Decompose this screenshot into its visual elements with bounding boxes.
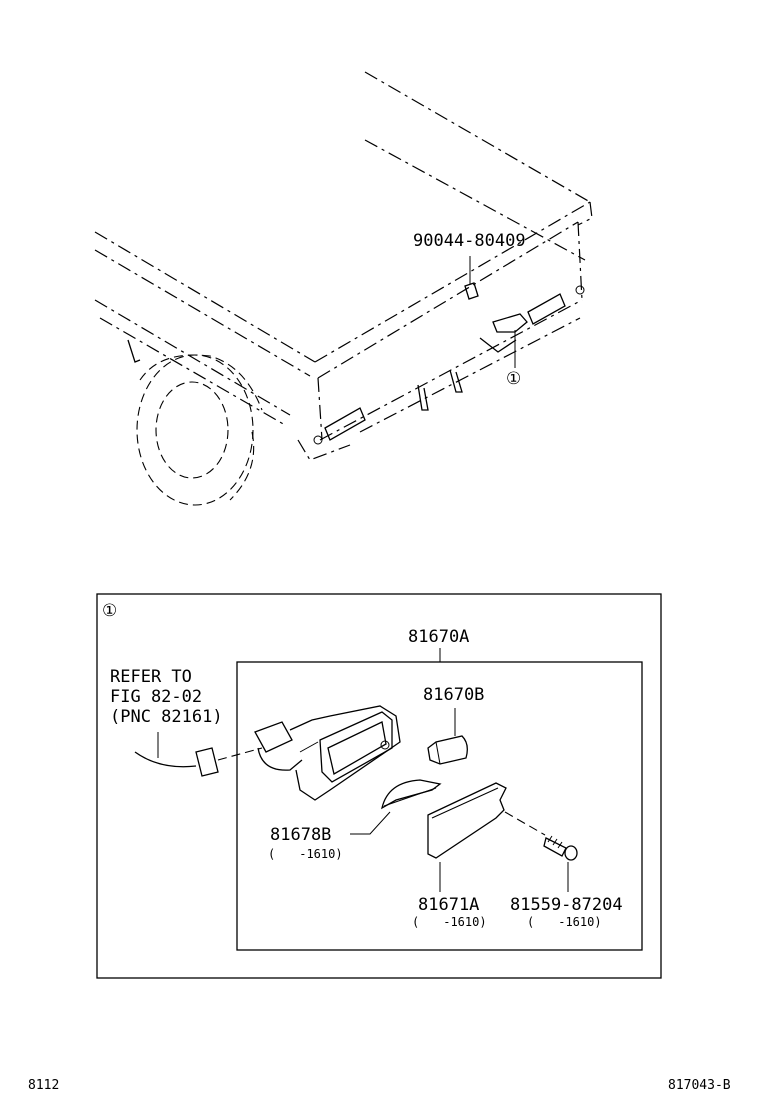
clip-part-number: 90044-80409 (413, 231, 526, 251)
lens-range: ( -1610) (412, 915, 487, 929)
truck-rear-illustration (94, 71, 593, 506)
screw (543, 835, 578, 892)
bulb (427, 708, 468, 765)
refer-line-1: REFER TO (110, 667, 192, 687)
bulb-part-number: 81670B (423, 685, 484, 705)
refer-line-3: (PNC 82161) (110, 707, 223, 727)
assembly-part-number: 81670A (408, 627, 469, 647)
screw-part-number: 81559-87204 (510, 895, 623, 915)
gasket-range: ( -1610) (268, 847, 343, 861)
gasket-part-number: 81678B (270, 825, 331, 845)
lens (427, 782, 546, 892)
overview-callout-marker: ① (506, 369, 521, 389)
lamp-housing (254, 705, 401, 801)
gasket (350, 779, 442, 835)
footer-page-ref: 8112 (28, 1078, 59, 1093)
wiring-harness (134, 732, 263, 777)
detail-frame (96, 593, 662, 979)
screw-range: ( -1610) (527, 915, 602, 929)
refer-line-2: FIG 82-02 (110, 687, 202, 707)
footer-figure-id: 817043-B (668, 1078, 731, 1093)
detail-marker: ① (102, 601, 117, 621)
lens-part-number: 81671A (418, 895, 479, 915)
